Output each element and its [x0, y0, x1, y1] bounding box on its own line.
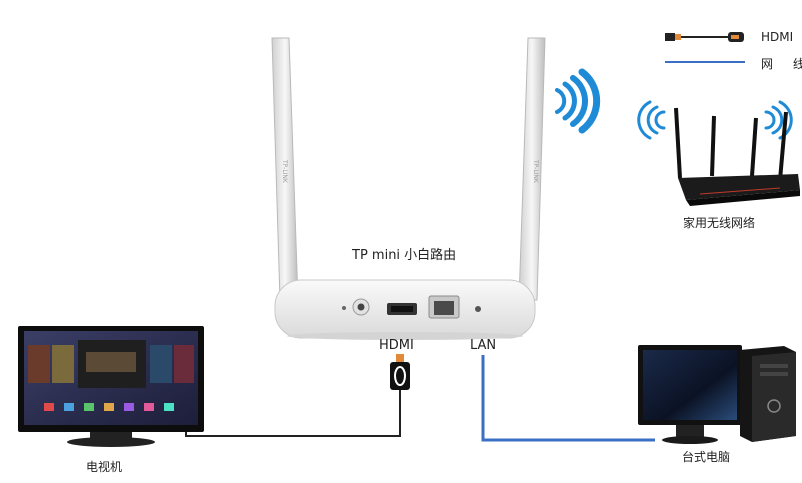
hdmi-port-label: HDMI — [379, 338, 414, 353]
router-title: TP mini 小白路由 — [352, 248, 457, 263]
wifi-waves-icon — [555, 68, 601, 134]
antenna-right — [518, 37, 546, 301]
home-router-label: 家用无线网络 — [683, 216, 756, 230]
legend-network-label: 网 线 — [761, 57, 802, 71]
lan-port-label: LAN — [470, 338, 497, 353]
home-router-icon — [637, 100, 800, 206]
cables — [185, 355, 655, 442]
legend — [665, 32, 745, 63]
network-cable — [481, 355, 655, 442]
tp-mini-router: TP-LINK TP-LINK — [271, 37, 546, 340]
hdmi-plug-icon — [390, 354, 410, 390]
desktop-pc-icon — [638, 345, 796, 444]
legend-hdmi-label: HDMI — [761, 30, 794, 44]
tv-icon — [18, 326, 204, 447]
hdmi-cable — [185, 390, 401, 437]
tv-label: 电视机 — [86, 460, 123, 474]
legend-hdmi-cable-icon — [665, 32, 744, 42]
svg-text:TP-LINK: TP-LINK — [281, 159, 288, 184]
desktop-pc-label: 台式电脑 — [682, 450, 731, 464]
svg-text:TP-LINK: TP-LINK — [532, 159, 539, 184]
